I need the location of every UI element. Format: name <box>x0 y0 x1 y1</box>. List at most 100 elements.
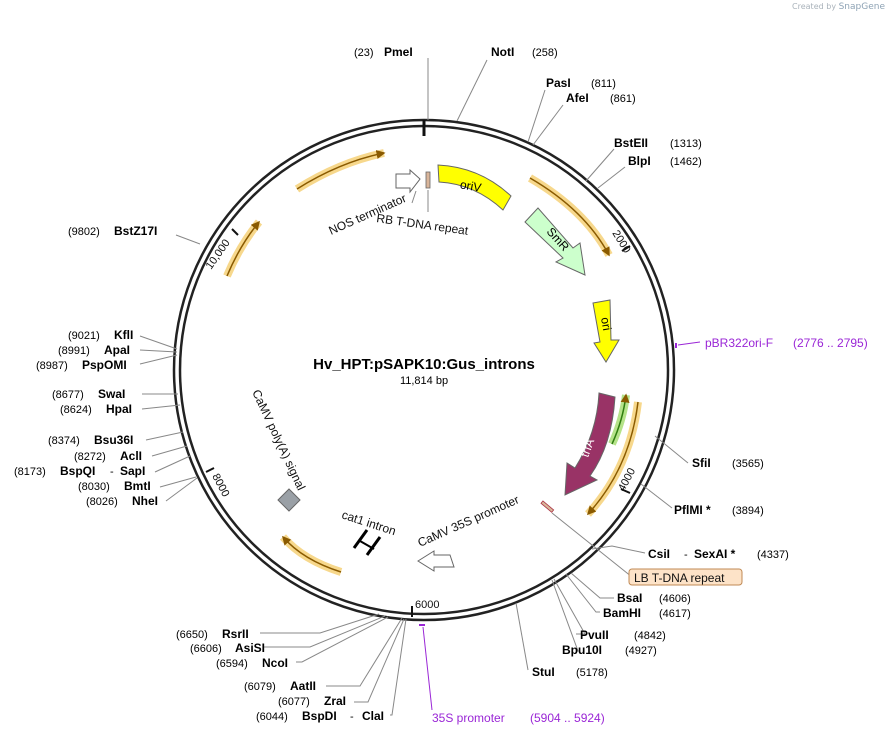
enzyme-name: BstZ17I <box>114 224 157 238</box>
enzyme-pos: (8991) <box>58 345 90 357</box>
tick-8000: 8000 <box>209 472 231 499</box>
enzyme-pos: (8624) <box>60 404 92 416</box>
enzyme-name: StuI <box>532 665 555 679</box>
enzyme-pos: (6606) <box>190 643 222 655</box>
enzyme-name: ClaI <box>362 709 384 723</box>
primer-35s-range: (5904 .. 5924) <box>530 711 605 725</box>
enzyme-name: NheI <box>132 494 158 508</box>
tick-2000: 2000 <box>609 228 632 255</box>
enzyme-pos: (6650) <box>176 629 208 641</box>
enzyme-name: PasI <box>546 76 571 90</box>
feature-trfA[interactable]: trfA <box>564 392 616 496</box>
enzyme-pos: (4617) <box>659 608 691 620</box>
enzyme-name: Bpu10I <box>562 643 602 657</box>
enzyme-pos: (9021) <box>68 330 100 342</box>
orf-arcs <box>223 149 642 576</box>
enzyme-pos: (3894) <box>732 505 764 517</box>
enzyme-name: NcoI <box>262 656 288 670</box>
feature-camv-35s[interactable] <box>417 550 455 572</box>
plasmid-size: 11,814 bp <box>400 375 448 387</box>
lb-repeat-box[interactable]: LB T-DNA repeat <box>628 568 743 586</box>
enzyme-sep: - <box>350 711 354 723</box>
enzyme-pos: (8026) <box>86 496 118 508</box>
enzyme-name: HpaI <box>106 402 132 416</box>
camv-35s-label: CaMV 35S promoter <box>416 492 522 549</box>
lb-leader <box>551 512 633 578</box>
enzyme-name: KflI <box>114 328 133 342</box>
enzyme-leaders <box>139 58 689 716</box>
enzyme-name: BstEII <box>614 136 648 150</box>
primer-pbr322-range: (2776 .. 2795) <box>793 336 868 350</box>
enzyme-name: SfiI <box>692 456 711 470</box>
enzyme-name: ZraI <box>324 694 346 708</box>
enzyme-pos: (4606) <box>659 593 691 605</box>
enzyme-name: NotI <box>491 45 514 59</box>
enzyme-name: SapI <box>120 464 145 478</box>
feature-rb-repeat[interactable] <box>425 171 431 189</box>
oriV-label: oriV <box>459 177 482 194</box>
enzyme-labels: (23) PmeI NotI (258) PasI (811) AfeI (86… <box>14 45 789 723</box>
enzyme-name: PspOMI <box>82 358 127 372</box>
primer-35s-leader <box>422 626 433 711</box>
enzyme-name: Bsu36I <box>94 433 133 447</box>
cat1-intron-label: cat1 intron <box>340 508 398 539</box>
enzyme-pos: (8374) <box>48 435 80 447</box>
enzyme-name: BspDI <box>302 709 337 723</box>
enzyme-pos: (8987) <box>36 360 68 372</box>
enzyme-pos: (8272) <box>74 451 106 463</box>
enzyme-name: SwaI <box>98 387 125 401</box>
enzyme-name: ApaI <box>104 343 130 357</box>
enzyme-name: BlpI <box>628 154 651 168</box>
ori-label: ori <box>598 316 614 332</box>
enzyme-pos: (3565) <box>732 458 764 470</box>
enzyme-pos: (4337) <box>757 549 789 561</box>
enzyme-name: RsrII <box>222 627 249 641</box>
feature-camv-polya[interactable] <box>277 488 301 512</box>
enzyme-name: AclI <box>120 449 142 463</box>
enzyme-name: PflMI * <box>674 503 711 517</box>
enzyme-name: AfeI <box>566 91 589 105</box>
enzyme-name: AatII <box>290 679 316 693</box>
trfA-label: trfA <box>578 437 598 459</box>
tick-6000: 6000 <box>415 599 439 611</box>
enzyme-pos: (8030) <box>78 481 110 493</box>
enzyme-sep: - <box>684 549 688 561</box>
enzyme-pos: (8677) <box>52 389 84 401</box>
enzyme-pos: (1313) <box>670 138 702 150</box>
enzyme-pos: (4842) <box>634 630 666 642</box>
credit-created-by: Created by <box>792 2 837 11</box>
enzyme-name: BmtI <box>124 479 151 493</box>
enzyme-pos: (258) <box>532 47 558 59</box>
enzyme-sep: - <box>110 466 114 478</box>
rb-repeat-label: RB T-DNA repeat <box>376 211 470 238</box>
enzyme-name: BsaI <box>617 591 642 605</box>
enzyme-pos: (6079) <box>244 681 276 693</box>
enzyme-name: AsiSI <box>235 641 265 655</box>
enzyme-pos: (23) <box>354 47 374 59</box>
nos-leader <box>411 190 417 204</box>
primer-pbr322-name: pBR322ori-F <box>705 336 773 350</box>
enzyme-pos: (6077) <box>278 696 310 708</box>
snapgene-credit: Created by SnapGene <box>792 2 885 12</box>
feature-SmR[interactable]: SmR <box>524 207 586 276</box>
enzyme-pos: (4927) <box>625 645 657 657</box>
feature-nos-terminator[interactable] <box>395 168 421 194</box>
feature-ori[interactable]: ori <box>592 299 620 363</box>
enzyme-pos: (5178) <box>576 667 608 679</box>
enzyme-name: BspQI <box>60 464 95 478</box>
enzyme-name: BamHI <box>603 606 641 620</box>
enzyme-pos: (6594) <box>216 658 248 670</box>
feature-cat1-intron[interactable] <box>352 529 382 556</box>
enzyme-name: CsiI <box>648 547 670 561</box>
enzyme-pos: (1462) <box>670 156 702 168</box>
enzyme-pos: (811) <box>591 78 616 90</box>
enzyme-name: PmeI <box>384 45 413 59</box>
camv-polya-label: CaMV poly(A) signal <box>249 387 308 492</box>
plasmid-name: Hv_HPT:pSAPK10:Gus_introns <box>313 356 535 373</box>
feature-lb-marker[interactable] <box>540 500 555 513</box>
enzyme-name: PvuII <box>580 628 609 642</box>
enzyme-pos: (9802) <box>68 226 100 238</box>
feature-oriV[interactable]: oriV <box>437 164 512 211</box>
enzyme-pos: (6044) <box>256 711 288 723</box>
